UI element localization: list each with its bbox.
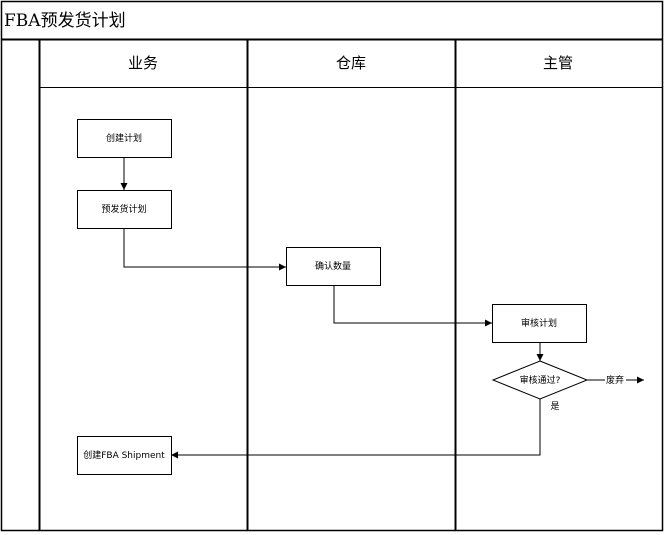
edge-label-discard: 废弃 xyxy=(606,374,624,386)
lane-header-manager: 主管 xyxy=(543,54,573,72)
edge-decision-to-shipment xyxy=(171,399,541,459)
node-pre-ship-plan: 预发货计划 xyxy=(77,190,172,229)
node-create-plan-label: 创建计划 xyxy=(106,132,142,144)
edge-preship-to-confirm xyxy=(123,229,286,271)
node-review-pass-label: 审核通过? xyxy=(520,374,561,386)
node-confirm-qty: 确认数量 xyxy=(286,247,381,286)
edge-confirm-to-review xyxy=(333,286,492,327)
node-review-plan-label: 审核计划 xyxy=(521,317,557,329)
node-create-shipment: 创建FBA Shipment xyxy=(77,436,172,475)
edges xyxy=(120,157,644,459)
node-confirm-qty-label: 确认数量 xyxy=(315,260,351,272)
lane-header-biz: 业务 xyxy=(128,54,158,72)
node-create-plan: 创建计划 xyxy=(77,119,172,158)
edge-label-yes: 是 xyxy=(550,401,559,412)
diagram-title: FBA预发货计划 xyxy=(4,11,126,31)
node-pre-ship-plan-label: 预发货计划 xyxy=(101,203,146,215)
node-review-plan: 审核计划 xyxy=(492,304,587,343)
node-review-pass: 审核通过? xyxy=(491,360,589,400)
lane-header-warehouse: 仓库 xyxy=(336,54,366,72)
node-create-shipment-label: 创建FBA Shipment xyxy=(83,449,165,461)
